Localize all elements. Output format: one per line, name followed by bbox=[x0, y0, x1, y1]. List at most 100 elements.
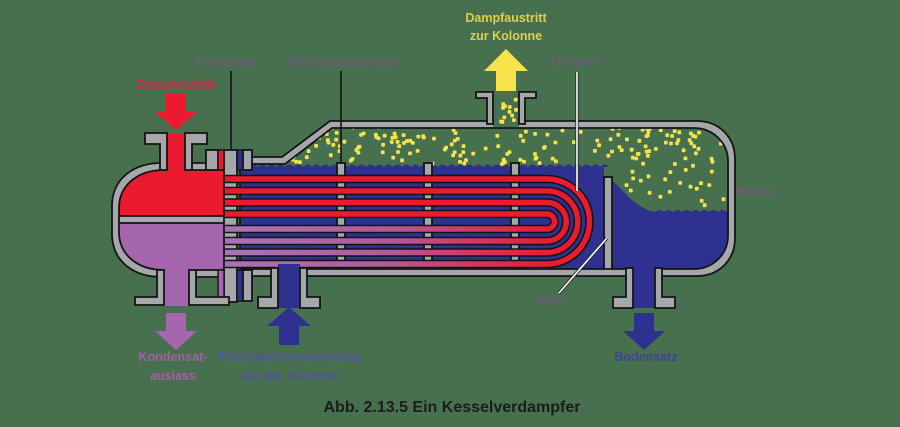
vapor-bubble bbox=[502, 115, 507, 120]
vapor-bubble bbox=[610, 149, 614, 154]
vapor-bubble bbox=[560, 128, 565, 133]
vapor-bubble bbox=[401, 133, 406, 137]
channel-head bbox=[111, 162, 232, 278]
vapor-bubble bbox=[692, 144, 697, 149]
steam-chamber bbox=[119, 170, 231, 219]
vapor-bubble bbox=[393, 135, 398, 140]
vapor-bubble bbox=[597, 143, 601, 148]
vapor-bubble bbox=[699, 181, 703, 186]
vapor-bubble bbox=[416, 134, 421, 139]
vapor-bubble bbox=[691, 163, 695, 168]
vapor-bubble bbox=[408, 138, 413, 143]
vapor-bubble bbox=[500, 119, 505, 124]
vapor-bubble bbox=[471, 151, 476, 156]
label-dampfaustritt-line2: zur Kolonne bbox=[470, 29, 542, 43]
vapor-bubble bbox=[304, 155, 309, 160]
condensate-outlet-arrow-icon bbox=[155, 313, 197, 350]
vapor-bubble bbox=[545, 132, 550, 137]
vapor-bubble bbox=[449, 142, 454, 147]
vapor-outlet-nozzle bbox=[475, 91, 537, 127]
vapor-bubble bbox=[306, 149, 311, 153]
vapor-bubble bbox=[693, 134, 698, 139]
bottoms-outlet-arrow-icon bbox=[623, 313, 665, 350]
vapor-bubble bbox=[595, 138, 600, 143]
vapor-bubble bbox=[537, 161, 542, 165]
vapor-bubble bbox=[522, 159, 526, 164]
vapor-bubble bbox=[314, 144, 318, 148]
vapor-bubble bbox=[356, 145, 361, 150]
vapor-bubble bbox=[453, 131, 458, 135]
vapor-bubble bbox=[396, 150, 400, 154]
vapor-bubble bbox=[694, 151, 698, 156]
vapor-bubble bbox=[689, 141, 694, 146]
vapor-bubble bbox=[464, 158, 468, 163]
vapor-bubble bbox=[672, 129, 677, 133]
vapor-bubble bbox=[390, 135, 395, 140]
label-bodensatz: Bodensatz bbox=[614, 350, 677, 364]
steam-inlet-nozzle bbox=[144, 132, 208, 174]
vapor-bubble bbox=[348, 158, 353, 163]
steam-inlet-arrow-icon bbox=[155, 93, 197, 130]
channel-head-wall bbox=[111, 162, 232, 278]
vapor-bubble bbox=[683, 168, 688, 172]
vapor-bubble bbox=[554, 159, 558, 164]
vapor-bubble bbox=[631, 176, 636, 181]
vapor-bubble bbox=[663, 140, 668, 145]
vapor-bubble bbox=[669, 141, 673, 146]
bottoms-outlet-nozzle bbox=[612, 264, 676, 309]
vapor-bubble bbox=[617, 145, 622, 149]
shell-flange-bottom bbox=[242, 269, 253, 302]
vapor-bubble bbox=[646, 174, 651, 179]
condensate-outlet-bore bbox=[164, 266, 189, 306]
vapor-bubble bbox=[643, 144, 648, 149]
feed-flange-left bbox=[257, 267, 279, 309]
vapor-bubble bbox=[688, 184, 693, 189]
condensate-chamber bbox=[119, 221, 231, 270]
vapor-bubble bbox=[510, 113, 515, 118]
vapor-bubble bbox=[501, 102, 506, 107]
vapor-bubble bbox=[699, 198, 704, 203]
channel-flange-top bbox=[205, 149, 219, 171]
vapor-bubble bbox=[458, 153, 463, 158]
vapor-bubble bbox=[397, 144, 402, 149]
vapor-bubble bbox=[629, 147, 634, 152]
labels: Dampfaustritt zur Kolonne Dampfeintritt … bbox=[137, 11, 775, 383]
vapor-flange-left bbox=[475, 91, 494, 125]
vapor-bubble bbox=[326, 140, 331, 145]
vapor-bubble bbox=[518, 157, 523, 162]
vapor-bubble bbox=[696, 146, 701, 151]
condensate-outlet-nozzle bbox=[134, 266, 230, 306]
vapor-bubble bbox=[572, 140, 576, 145]
vapor-bubble bbox=[653, 147, 658, 151]
vapor-bubble bbox=[452, 138, 457, 143]
vapor-bubble bbox=[512, 118, 516, 122]
vapor-bubble bbox=[395, 140, 400, 144]
vapor-bubble bbox=[646, 153, 650, 158]
label-einspeisung-line1: Flüssigkeitseinspeisung bbox=[216, 350, 361, 364]
bottoms-outlet-bore bbox=[633, 264, 655, 308]
vapor-bubble bbox=[646, 129, 651, 134]
vapor-bubble bbox=[608, 137, 613, 141]
vapor-bubble bbox=[630, 169, 635, 174]
vapor-bubble bbox=[400, 158, 404, 163]
vapor-bubbles bbox=[247, 128, 726, 208]
vapor-bubble bbox=[619, 148, 624, 153]
vapor-bubble bbox=[624, 183, 629, 187]
vapor-bubble bbox=[533, 132, 537, 136]
figure-caption: Abb. 2.13.5 Ein Kesselverdampfer bbox=[324, 399, 581, 416]
label-dampfaustritt-line1: Dampfaustritt bbox=[465, 11, 547, 25]
vapor-bubble bbox=[550, 156, 555, 161]
vapor-bubble bbox=[710, 159, 715, 164]
vapor-bubble bbox=[673, 162, 677, 166]
vapor-bubble bbox=[697, 130, 701, 135]
vapor-bubble bbox=[496, 144, 501, 149]
vapor-bubble bbox=[458, 160, 462, 164]
vapor-bubble bbox=[521, 138, 526, 143]
vapor-bubble bbox=[432, 136, 436, 141]
vapor-bubble bbox=[553, 140, 558, 145]
nozzles bbox=[134, 91, 676, 309]
vapor-bubble bbox=[647, 190, 652, 195]
label-u-rohre: U-Rohre bbox=[551, 55, 600, 69]
steam-inlet-flange-left bbox=[144, 132, 168, 171]
